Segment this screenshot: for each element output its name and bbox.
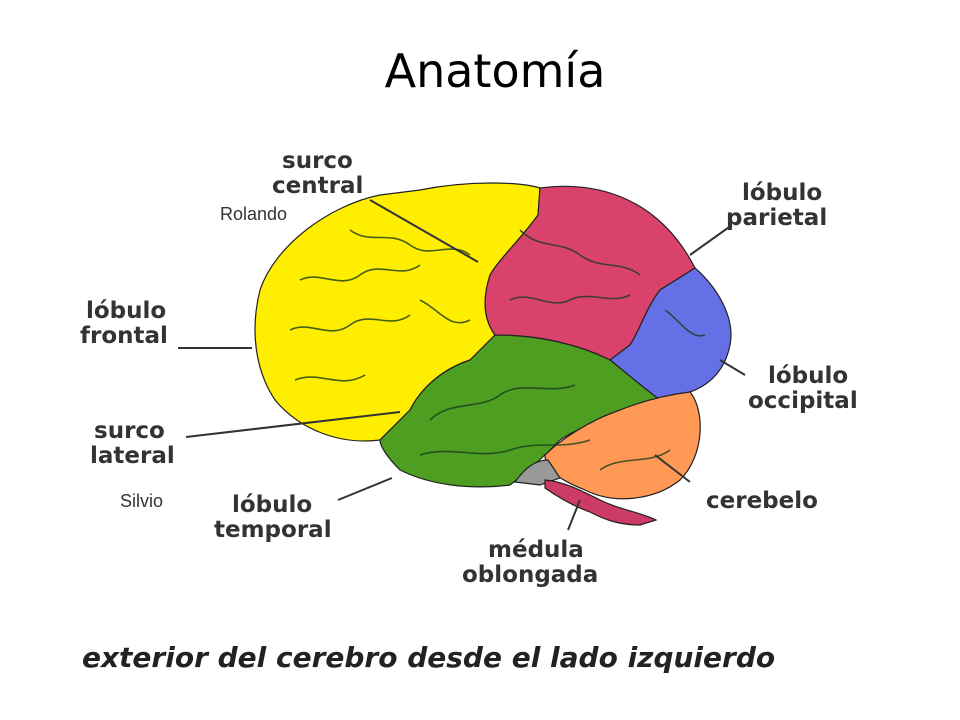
cerebellum	[544, 391, 701, 500]
label-lobulo-frontal-2: frontal	[80, 323, 168, 349]
leader-surco-central	[369, 199, 479, 263]
leader-lobulo-temporal	[337, 477, 393, 501]
medulla-oblongata	[544, 479, 658, 526]
leader-lobulo-parietal	[689, 224, 733, 256]
label-lobulo-occipital-1: lóbulo	[768, 363, 848, 389]
gyri-lines	[289, 229, 706, 471]
label-lobulo-temporal-1: lóbulo	[232, 492, 312, 518]
leader-lines	[178, 199, 746, 531]
label-lobulo-frontal-1: lóbulo	[86, 298, 166, 324]
label-surco-lateral-1: surco	[94, 418, 165, 444]
label-surco-central-1: surco	[282, 148, 353, 174]
label-lobulo-parietal-1: lóbulo	[742, 180, 822, 206]
annotation-rolando: Rolando	[220, 204, 288, 224]
label-lobulo-parietal-2: parietal	[726, 205, 827, 231]
label-medula-oblongada-1: médula	[488, 537, 584, 563]
label-surco-lateral-2: lateral	[90, 443, 175, 469]
label-cerebelo: cerebelo	[706, 488, 818, 514]
annotation-silvio: Silvio	[120, 491, 164, 511]
diagram-caption: exterior del cerebro desde el lado izqui…	[82, 641, 775, 674]
label-lobulo-temporal-2: temporal	[214, 517, 332, 543]
label-medula-oblongada-2: oblongada	[462, 562, 598, 588]
label-lobulo-occipital-2: occipital	[748, 388, 858, 414]
label-surco-central-2: central	[272, 173, 363, 199]
leader-surco-lateral	[185, 411, 401, 438]
leader-medula-oblongada	[567, 499, 581, 531]
leader-lobulo-occipital	[719, 359, 746, 376]
slide-title: Anatomía	[384, 44, 606, 98]
pons	[513, 459, 561, 486]
leader-cerebelo	[654, 454, 691, 483]
